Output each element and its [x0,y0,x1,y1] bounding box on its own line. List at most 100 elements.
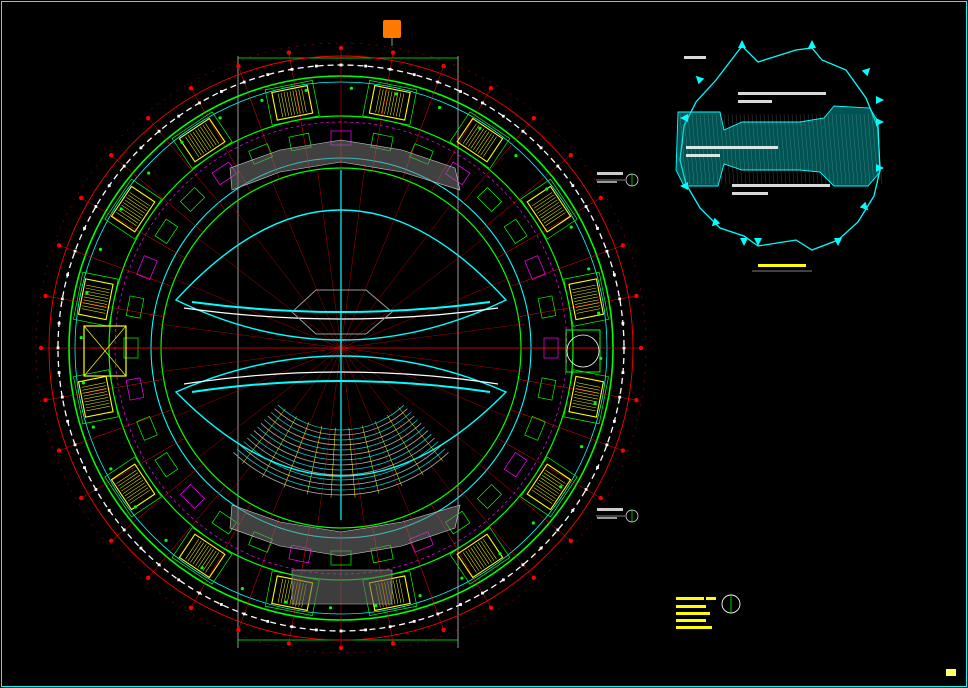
room-partition [449,527,511,585]
axis-marker [81,381,85,385]
stage-outline [291,289,393,335]
stair-tread [482,539,497,560]
stair-tread [540,477,561,492]
seating-row [233,452,449,496]
room-partition [73,271,119,327]
radial-grid-line [59,245,172,287]
axis-marker [180,140,184,144]
column-mark [57,371,61,375]
stair-tread [121,204,142,219]
seating-row [270,412,412,441]
axis-marker [394,92,398,96]
stair-core [264,80,320,126]
grid-bubble [188,85,194,91]
stair-tread [398,579,405,603]
column-mark [605,443,609,447]
seating-row [260,422,422,456]
key-plan-outline [679,45,881,251]
axis-marker [218,116,222,120]
hatch-line [863,113,871,185]
column-mark [501,578,505,582]
stair-tread [124,482,145,497]
stair-tread [574,394,599,400]
stair-tread [398,93,405,117]
seating-row [257,426,425,461]
seating-row [264,419,418,451]
column-mark [177,114,181,118]
key-plan-note-2 [686,146,778,149]
column-mark [364,628,368,632]
stair-tread [85,400,109,406]
stair-tread [470,547,485,568]
stair-tread [277,93,284,117]
column-mark [242,80,246,84]
stair-tread [200,549,214,570]
axis-marker [569,225,573,229]
axis-marker [597,311,601,315]
column-mark [290,625,294,629]
stair-tread [542,475,563,489]
perimeter-columns [56,63,626,633]
stair-tread [478,542,492,563]
column-mark [364,64,368,68]
column-mark [242,612,246,616]
grid-bubble [488,85,494,91]
stair-tread [573,400,597,406]
seating-aisle [241,408,286,464]
legend-row-4 [676,626,712,629]
column-mark [571,508,575,512]
stair-tread [116,212,137,226]
column-mark [596,226,599,230]
stair-tread [190,542,204,563]
radial-grid-line [81,197,186,259]
exit-arrow-head [834,238,842,246]
stair-tread [468,126,482,147]
column-mark [266,73,270,77]
key-plan-note-3 [732,184,830,187]
stair-core-wall [568,278,605,321]
central-hall-outline [174,209,508,341]
seating-row [243,441,439,481]
column-mark [266,619,270,623]
radial-grid-line [518,295,637,317]
stair-tread [195,545,209,566]
room-partition [171,111,233,169]
radial-grid-line [111,154,204,233]
service-room-wall [125,377,145,401]
service-room-wall [503,451,528,478]
stair-core-wall [178,117,226,163]
axis-marker [164,538,168,542]
exit-arrow-head [876,164,884,172]
grid-bubble [598,195,604,201]
axis-marker [284,600,288,604]
service-room [125,377,145,401]
callout-text-upper-2 [597,181,617,183]
axis-marker [98,247,103,251]
stair-tread [82,302,107,308]
axis-marker [79,336,83,340]
axis-marker [119,207,123,211]
hatch-line [827,113,835,185]
column-circle [35,42,647,654]
hatch-line [875,113,883,185]
column-mark [314,628,318,632]
column-mark [107,508,111,512]
exit-arrow-head [876,96,884,104]
service-room [476,483,503,510]
axis-marker [579,445,584,449]
axis-marker [85,291,89,295]
stair-core [104,456,162,518]
stair-tread [81,382,106,388]
stair-tread [205,552,219,573]
hatch-line [819,113,827,185]
stair-tread [576,308,601,314]
stair-tread [118,209,139,224]
column-mark [459,90,463,93]
column-mark [605,249,609,253]
key-plan-note-2b [686,154,720,157]
radial-grid-line [147,485,226,578]
hatch-line [795,113,803,185]
radial-grid-line [45,379,164,401]
column-mark [60,395,64,399]
column-mark [596,466,599,470]
